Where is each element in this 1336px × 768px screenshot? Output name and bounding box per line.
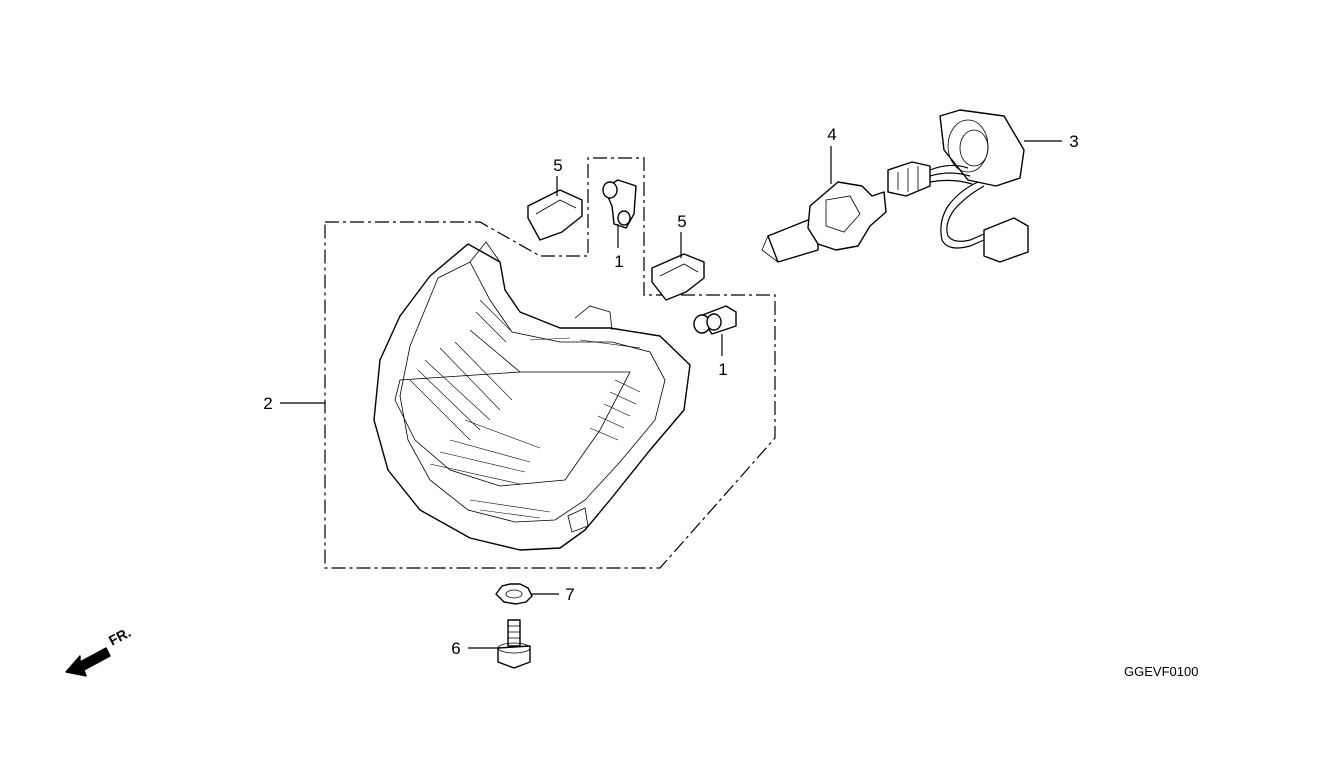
callout-clip-right: 5	[677, 212, 686, 231]
socket-harness	[887, 109, 1029, 263]
clip-right	[651, 253, 705, 301]
direction-label: FR.	[106, 624, 133, 649]
callout-headlight-bulb: 4	[827, 125, 836, 144]
leader-lines	[280, 140, 1062, 649]
washer	[495, 583, 533, 605]
callout-clip-left: 5	[553, 156, 562, 175]
clip-left	[527, 189, 583, 241]
callout-washer: 7	[565, 585, 574, 604]
callout-bulb-socket-left: 1	[614, 252, 623, 271]
bulb-socket-left	[602, 179, 637, 229]
assembly-boundary	[324, 157, 776, 569]
headlight-bulb	[761, 181, 887, 263]
callout-bolt: 6	[451, 639, 460, 658]
front-direction-arrow: FR.	[65, 624, 133, 677]
diagram-code: GGEVF0100	[1124, 664, 1198, 679]
callout-headlight-unit: 2	[263, 394, 272, 413]
bolt	[497, 619, 531, 669]
callout-bulb-socket-right: 1	[718, 360, 727, 379]
headlight-unit	[373, 241, 691, 551]
bulb-socket-right	[693, 305, 737, 335]
callout-socket-harness: 3	[1069, 132, 1078, 151]
